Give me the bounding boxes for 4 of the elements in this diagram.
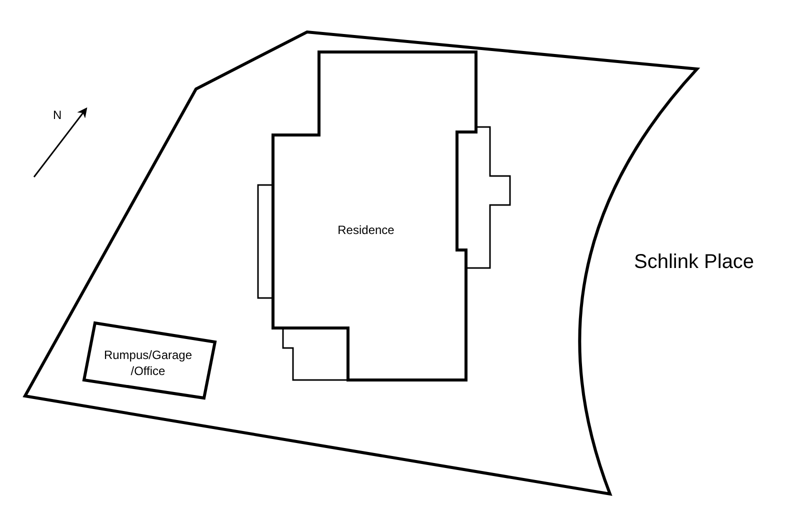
north-label: N — [53, 108, 62, 122]
street-name: Schlink Place — [634, 250, 754, 274]
building-label: Rumpus/Garage /Office — [102, 347, 194, 379]
building-label: Residence — [336, 222, 396, 238]
